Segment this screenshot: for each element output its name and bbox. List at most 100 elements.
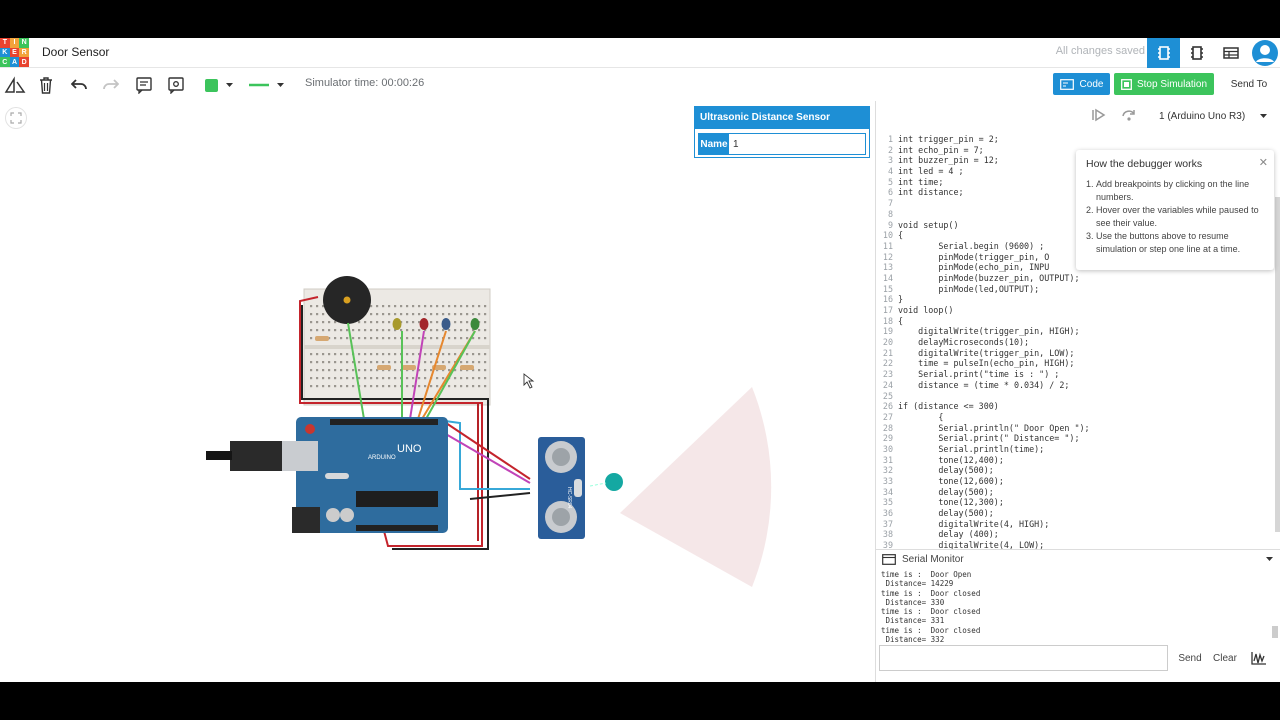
project-title[interactable]: Door Sensor <box>42 45 110 59</box>
wire-color-picker[interactable] <box>246 74 286 96</box>
serial-input[interactable] <box>879 645 1168 671</box>
code-line[interactable]: 12 pinMode(trigger_pin, O <box>876 252 1276 263</box>
serial-scrollbar[interactable] <box>1272 626 1278 638</box>
code-line[interactable]: 37 digitalWrite(4, HIGH); <box>876 519 1276 530</box>
line-number[interactable]: 30 <box>882 443 893 454</box>
code-line[interactable]: 39 digitalWrite(4, LOW); <box>876 540 1276 549</box>
line-number[interactable]: 2 <box>887 144 893 155</box>
code-line[interactable]: 30 Serial.println(time); <box>876 444 1276 455</box>
line-number[interactable]: 11 <box>882 240 893 251</box>
line-number[interactable]: 8 <box>887 208 893 219</box>
code-line[interactable]: 19 digitalWrite(trigger_pin, HIGH); <box>876 326 1276 337</box>
notes-button[interactable] <box>132 74 156 96</box>
code-line[interactable]: 8 <box>876 209 1276 220</box>
line-number[interactable]: 19 <box>882 326 893 337</box>
code-line[interactable]: 7 <box>876 198 1276 209</box>
line-number[interactable]: 32 <box>882 465 893 476</box>
line-number[interactable]: 16 <box>882 294 893 305</box>
stop-simulation-button[interactable]: Stop Simulation <box>1114 73 1214 95</box>
circuit-canvas[interactable]: ARDUINO UNO HC-SR04 Ultrasonic Distance … <box>0 101 875 682</box>
line-number[interactable]: 18 <box>882 315 893 326</box>
code-line[interactable]: 23 Serial.print("time is : ") ; <box>876 369 1276 380</box>
redo-button[interactable] <box>99 74 123 96</box>
code-line[interactable]: 25 <box>876 391 1276 402</box>
code-line[interactable]: 31 tone(12,400); <box>876 455 1276 466</box>
circuit-view-button[interactable] <box>1147 38 1180 68</box>
line-number[interactable]: 10 <box>882 230 893 241</box>
line-number[interactable]: 36 <box>882 508 893 519</box>
schematic-view-button[interactable] <box>1180 38 1213 68</box>
line-number[interactable]: 38 <box>882 529 893 540</box>
close-icon[interactable]: ✕ <box>1258 157 1268 169</box>
line-number[interactable]: 22 <box>882 358 893 369</box>
rotate-button[interactable] <box>3 74 27 96</box>
component-name-input[interactable] <box>729 134 865 154</box>
line-number[interactable]: 7 <box>887 198 893 209</box>
code-line[interactable]: 24 distance = (time * 0.034) / 2; <box>876 380 1276 391</box>
line-number[interactable]: 12 <box>882 251 893 262</box>
fill-color-picker[interactable] <box>200 74 238 96</box>
line-number[interactable]: 4 <box>887 166 893 177</box>
line-number[interactable]: 20 <box>882 337 893 348</box>
code-line[interactable]: 13 pinMode(echo_pin, INPU <box>876 262 1276 273</box>
code-button[interactable]: Code <box>1053 73 1110 95</box>
line-number[interactable]: 3 <box>887 155 893 166</box>
code-line[interactable]: 38 delay (400); <box>876 529 1276 540</box>
code-line[interactable]: 22 time = pulseIn(echo_pin, HIGH); <box>876 358 1276 369</box>
line-number[interactable]: 28 <box>882 422 893 433</box>
code-line[interactable]: 35 tone(12,300); <box>876 497 1276 508</box>
line-number[interactable]: 21 <box>882 347 893 358</box>
line-number[interactable]: 31 <box>882 454 893 465</box>
code-line[interactable]: 18{ <box>876 316 1276 327</box>
delete-button[interactable] <box>34 74 58 96</box>
resume-button[interactable] <box>1091 108 1107 127</box>
serial-send-button[interactable]: Send <box>1178 652 1202 664</box>
line-number[interactable]: 23 <box>882 369 893 380</box>
serial-plot-button[interactable] <box>1246 650 1272 666</box>
code-line[interactable]: 27 { <box>876 412 1276 423</box>
line-number[interactable]: 6 <box>887 187 893 198</box>
send-to-button[interactable]: Send To <box>1230 78 1268 90</box>
code-scrollbar[interactable] <box>1275 197 1280 532</box>
line-number[interactable]: 37 <box>882 518 893 529</box>
line-number[interactable]: 5 <box>887 176 893 187</box>
components-list-button[interactable] <box>1214 38 1247 68</box>
user-avatar[interactable] <box>1250 38 1280 68</box>
line-number[interactable]: 17 <box>882 305 893 315</box>
line-number[interactable]: 24 <box>882 379 893 390</box>
view-notes-button[interactable] <box>164 74 188 96</box>
serial-monitor-header[interactable]: Serial Monitor <box>876 550 1280 568</box>
code-line[interactable]: 29 Serial.print(" Distance= "); <box>876 433 1276 444</box>
line-number[interactable]: 14 <box>882 272 893 283</box>
line-number[interactable]: 15 <box>882 283 893 294</box>
code-line[interactable]: 16} <box>876 294 1276 305</box>
line-number[interactable]: 1 <box>887 134 893 144</box>
zoom-fit-button[interactable] <box>5 107 27 129</box>
line-number[interactable]: 26 <box>882 401 893 412</box>
code-line[interactable]: 11 Serial.begin (9600) ; <box>876 241 1276 252</box>
code-line[interactable]: 33 tone(12,600); <box>876 476 1276 487</box>
code-line[interactable]: 14 pinMode(buzzer_pin, OUTPUT); <box>876 273 1276 284</box>
line-number[interactable]: 34 <box>882 486 893 497</box>
code-line[interactable]: 28 Serial.println(" Door Open "); <box>876 423 1276 434</box>
line-number[interactable]: 33 <box>882 476 893 486</box>
line-number[interactable]: 25 <box>882 390 893 401</box>
line-number[interactable]: 39 <box>882 540 893 549</box>
code-line[interactable]: 20 delayMicroseconds(10); <box>876 337 1276 348</box>
code-line[interactable]: 21 digitalWrite(trigger_pin, LOW); <box>876 348 1276 359</box>
code-line[interactable]: 32 delay(500); <box>876 465 1276 476</box>
board-selector[interactable]: 1 (Arduino Uno R3) <box>1153 105 1273 127</box>
undo-button[interactable] <box>67 74 91 96</box>
code-line[interactable]: 34 delay(500); <box>876 487 1276 498</box>
